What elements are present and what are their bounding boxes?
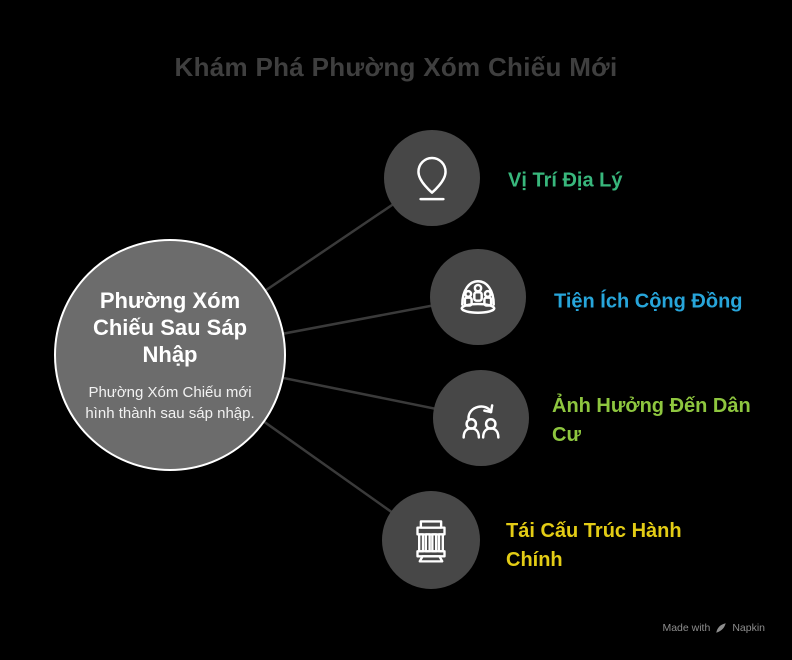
- made-with-napkin-link[interactable]: Made with Napkin: [662, 622, 765, 634]
- branch-node-administration: [382, 491, 480, 589]
- branch-node-community: [430, 249, 526, 345]
- branch-label-community: Tiện Ích Cộng Đồng: [554, 290, 743, 313]
- branch-label-residents: Ảnh Hưởng Đến Dân Cư: [552, 395, 751, 446]
- community-dome-icon: [460, 280, 496, 314]
- central-topic-description: Phường Xóm Chiếu mới hình thành sau sáp …: [85, 383, 255, 422]
- page-title: Khám Phá Phường Xóm Chiếu Mới: [174, 52, 618, 82]
- napkin-logo-icon: [715, 622, 727, 634]
- branch-label-administration: Tái Cấu Trúc Hành Chính: [506, 520, 682, 571]
- branch-node-residents: [433, 370, 529, 466]
- branch-node-geography: [384, 130, 480, 226]
- central-topic-heading: Phường Xóm Chiếu Sau Sáp Nhập: [92, 287, 248, 367]
- made-with-text: Made with: [662, 622, 711, 634]
- napkin-brand-text: Napkin: [732, 622, 765, 634]
- government-building-icon: [416, 520, 446, 563]
- branch-label-geography: Vị Trí Địa Lý: [508, 169, 623, 192]
- location-pin-icon: [417, 156, 447, 201]
- central-topic-node: Phường Xóm Chiếu Sau Sáp Nhập Phường Xóm…: [54, 239, 286, 471]
- population-change-icon: [462, 404, 500, 439]
